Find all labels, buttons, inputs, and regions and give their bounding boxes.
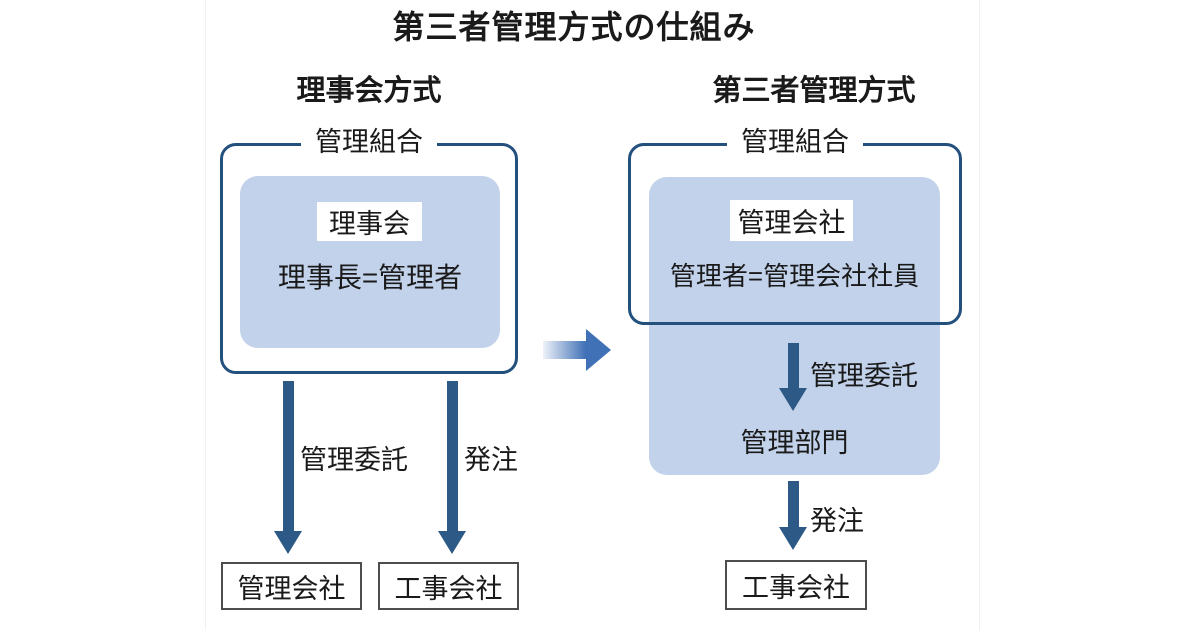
right-management-company-chip: 管理会社 bbox=[730, 200, 853, 241]
right-arrow-order-label: 発注 bbox=[810, 506, 864, 536]
right-management-department-text: 管理部門 bbox=[740, 428, 849, 458]
right-arrow-entrust-head bbox=[779, 388, 807, 411]
right-member-text: 管理者=管理会社社員 bbox=[669, 261, 920, 291]
left-board-chip: 理事会 bbox=[317, 202, 422, 241]
left-construction-company-box: 工事会社 bbox=[378, 562, 519, 610]
left-association-label: 管理組合 bbox=[220, 126, 518, 158]
right-column-heading: 第三者管理方式 bbox=[712, 75, 916, 107]
right-association-box bbox=[628, 143, 962, 325]
right-arrow-order-shaft bbox=[788, 481, 799, 527]
left-association-box bbox=[220, 143, 518, 374]
left-arrow-entrust-label: 管理委託 bbox=[300, 445, 408, 475]
left-arrow-entrust-shaft bbox=[283, 381, 294, 531]
image-edge-left bbox=[205, 0, 206, 630]
left-management-company-box: 管理会社 bbox=[221, 562, 362, 610]
left-member-text: 理事長=管理者 bbox=[277, 262, 463, 293]
right-construction-company-box: 工事会社 bbox=[725, 560, 867, 610]
diagram-title: 第三者管理方式の仕組み bbox=[392, 9, 756, 45]
right-association-label: 管理組合 bbox=[628, 126, 962, 158]
left-column-heading: 理事会方式 bbox=[296, 75, 442, 107]
transition-arrow-shaft bbox=[543, 341, 586, 359]
transition-arrow-head bbox=[586, 329, 611, 371]
right-arrow-order-head bbox=[779, 527, 807, 550]
right-arrow-entrust-label: 管理委託 bbox=[810, 361, 918, 391]
image-edge-right bbox=[979, 0, 980, 630]
left-arrow-entrust-head bbox=[274, 531, 302, 554]
left-arrow-order-head bbox=[438, 531, 466, 554]
right-arrow-entrust-shaft bbox=[788, 343, 799, 388]
left-arrow-order-shaft bbox=[447, 381, 458, 531]
left-arrow-order-label: 発注 bbox=[464, 445, 518, 475]
